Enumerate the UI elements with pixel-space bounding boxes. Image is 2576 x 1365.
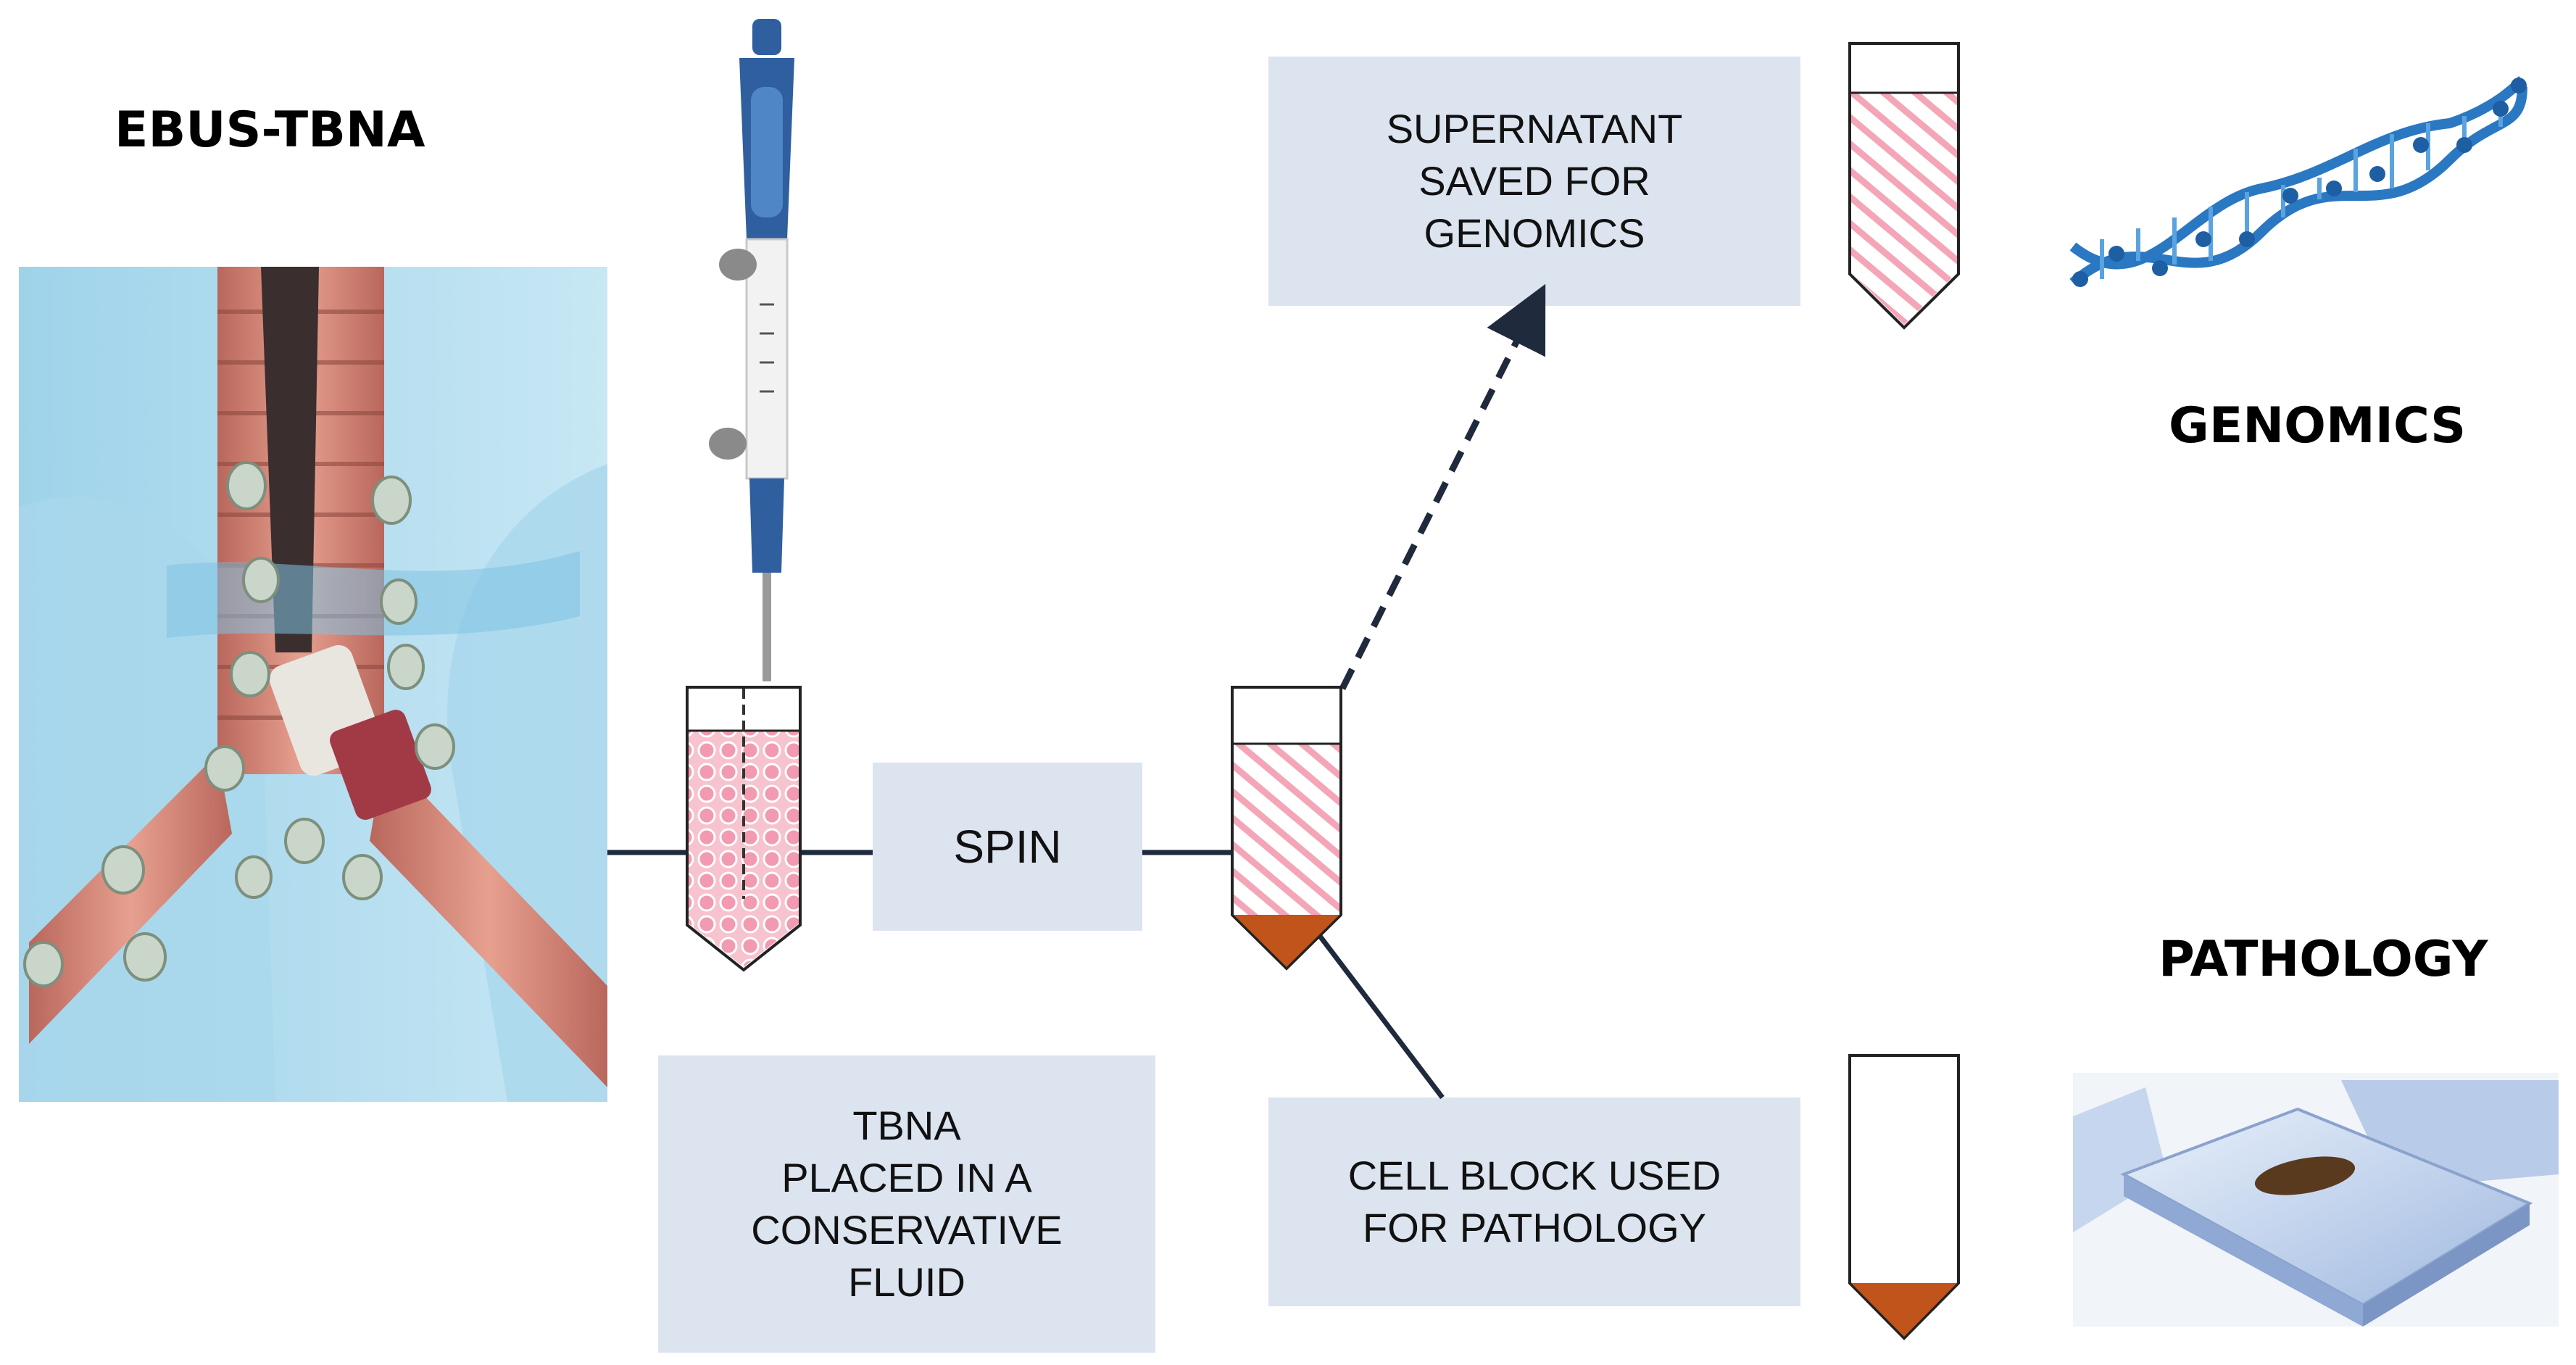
supernatant-line-2: SAVED FOR	[1418, 158, 1650, 204]
supernatant-tube	[1848, 42, 1960, 330]
tbna-line-2: PLACED IN A	[781, 1155, 1032, 1200]
spin-label: SPIN	[953, 821, 1062, 873]
spin-box: SPIN	[873, 763, 1142, 931]
dashed-arrow	[1339, 283, 1546, 691]
tbna-line-4: FLUID	[848, 1259, 965, 1305]
cell-block-line-2: FOR PATHOLOGY	[1363, 1205, 1706, 1250]
tbna-line-3: CONSERVATIVE	[751, 1207, 1063, 1253]
genomics-heading: GENOMICS	[2169, 397, 2467, 455]
pathology-heading: PATHOLOGY	[2159, 931, 2488, 988]
dna-helix-icon	[2069, 76, 2527, 287]
connector-lines	[607, 850, 1445, 1100]
airway-illustration-icon	[19, 267, 607, 1102]
supernatant-line-3: GENOMICS	[1424, 210, 1645, 256]
ebus-tbna-heading: EBUS-TBNA	[115, 101, 425, 159]
spun-tube	[1231, 686, 1342, 971]
cell-block-cassette-icon	[2073, 1073, 2559, 1327]
sample-tube-1	[686, 686, 802, 972]
tbna-line-1: TBNA	[852, 1103, 961, 1148]
tbna-needle-icon	[709, 19, 794, 681]
tbna-box: TBNA PLACED IN A CONSERVATIVE FLUID	[658, 1055, 1155, 1353]
cell-block-line-1: CELL BLOCK USED	[1347, 1153, 1721, 1198]
cell-block-box: CELL BLOCK USED FOR PATHOLOGY	[1268, 1098, 1800, 1306]
supernatant-box: SUPERNATANT SAVED FOR GENOMICS	[1268, 57, 1800, 306]
cell-block-tube	[1848, 1054, 1960, 1340]
supernatant-line-1: SUPERNATANT	[1386, 106, 1683, 152]
